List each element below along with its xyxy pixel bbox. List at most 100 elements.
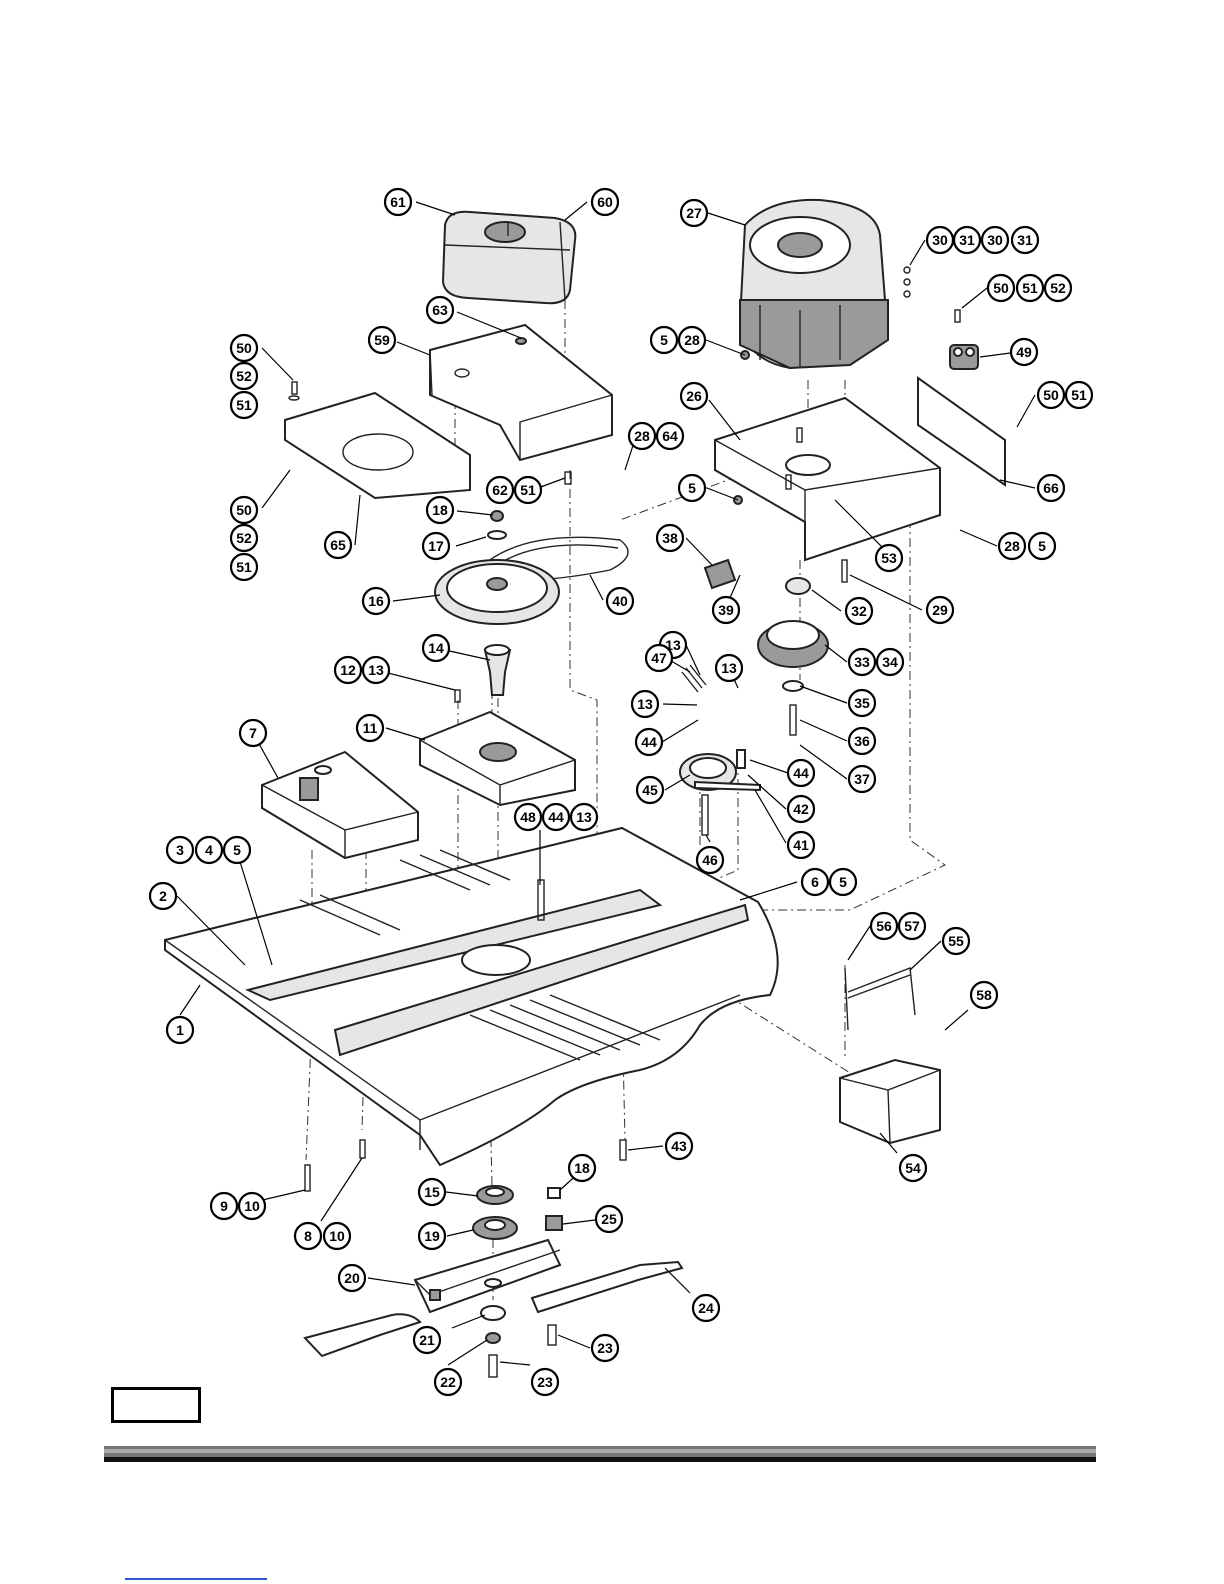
callout-13: 13	[632, 691, 658, 717]
callout-28: 28	[679, 327, 705, 353]
callout-32: 32	[846, 598, 872, 624]
callout-35: 35	[849, 690, 875, 716]
callout-label: 53	[881, 550, 897, 566]
callout-label: 41	[793, 837, 809, 853]
callout-50: 50	[231, 497, 257, 523]
callout-label: 31	[959, 232, 975, 248]
footer-rule	[104, 1446, 1096, 1462]
engine-deck	[715, 398, 940, 560]
callout-13: 13	[363, 657, 389, 683]
callout-6: 6	[802, 869, 828, 895]
callout-8: 8	[295, 1223, 321, 1249]
callout-label: 37	[854, 771, 870, 787]
callout-label: 51	[236, 397, 252, 413]
fuel-tank	[443, 212, 575, 303]
blades	[305, 1240, 682, 1377]
callout-label: 16	[368, 593, 384, 609]
callout-50: 50	[231, 335, 257, 361]
callout-50: 50	[1038, 382, 1064, 408]
callout-label: 59	[374, 332, 390, 348]
callout-label: 51	[1071, 387, 1087, 403]
callout-label: 44	[793, 765, 809, 781]
callout-62: 62	[487, 477, 513, 503]
callout-1: 1	[167, 1017, 193, 1043]
callout-label: 28	[684, 332, 700, 348]
callout-label: 50	[993, 280, 1009, 296]
callout-13: 13	[571, 804, 597, 830]
callout-label: 2	[159, 888, 167, 904]
callout-label: 57	[904, 918, 920, 934]
clutch	[758, 578, 828, 735]
callout-label: 9	[220, 1198, 228, 1214]
callout-label: 30	[987, 232, 1003, 248]
battery	[840, 968, 940, 1143]
callout-label: 50	[1043, 387, 1059, 403]
callout-label: 10	[244, 1198, 260, 1214]
footer-link-underline[interactable]	[125, 1578, 267, 1580]
callout-label: 63	[432, 302, 448, 318]
callout-label: 13	[576, 809, 592, 825]
callout-label: 5	[839, 874, 847, 890]
callout-10: 10	[239, 1193, 265, 1219]
callout-label: 52	[236, 368, 252, 384]
callout-40: 40	[607, 588, 633, 614]
callout-48: 48	[515, 804, 541, 830]
callout-label: 17	[428, 538, 444, 554]
engine	[740, 200, 888, 368]
callout-24: 24	[693, 1295, 719, 1321]
callout-41: 41	[788, 832, 814, 858]
callout-63: 63	[427, 297, 453, 323]
callout-37: 37	[849, 766, 875, 792]
callout-9: 9	[211, 1193, 237, 1219]
page-number-box	[111, 1387, 201, 1423]
callout-label: 4	[205, 842, 213, 858]
callout-label: 51	[520, 482, 536, 498]
callout-61: 61	[385, 189, 411, 215]
callout-label: 42	[793, 801, 809, 817]
callout-66: 66	[1038, 475, 1064, 501]
callout-60: 60	[592, 189, 618, 215]
callout-5: 5	[679, 475, 705, 501]
callout-31: 31	[1012, 227, 1038, 253]
callout-30: 30	[982, 227, 1008, 253]
callout-31: 31	[954, 227, 980, 253]
callout-3: 3	[167, 837, 193, 863]
callout-label: 23	[597, 1340, 613, 1356]
callout-42: 42	[788, 796, 814, 822]
callout-5: 5	[651, 327, 677, 353]
callout-43: 43	[666, 1133, 692, 1159]
callout-18: 18	[569, 1155, 595, 1181]
callout-label: 46	[702, 852, 718, 868]
callout-label: 13	[721, 660, 737, 676]
callout-13: 13	[716, 655, 742, 681]
callout-label: 50	[236, 502, 252, 518]
callout-56: 56	[871, 913, 897, 939]
callout-label: 13	[637, 696, 653, 712]
callout-label: 18	[432, 502, 448, 518]
callout-64: 64	[657, 423, 683, 449]
main-deck	[165, 828, 778, 1165]
callout-label: 61	[390, 194, 406, 210]
callout-23: 23	[532, 1369, 558, 1395]
callout-11: 11	[357, 715, 383, 741]
callout-17: 17	[423, 533, 449, 559]
callout-label: 24	[698, 1300, 714, 1316]
callout-label: 43	[671, 1138, 687, 1154]
callout-label: 36	[854, 733, 870, 749]
callout-44: 44	[636, 729, 662, 755]
callout-51: 51	[1066, 382, 1092, 408]
callout-25: 25	[596, 1206, 622, 1232]
callout-label: 19	[424, 1228, 440, 1244]
callout-49: 49	[1011, 339, 1037, 365]
callout-label: 51	[1022, 280, 1038, 296]
callout-54: 54	[900, 1155, 926, 1181]
solenoid	[950, 345, 978, 369]
callout-38: 38	[657, 525, 683, 551]
callout-50: 50	[988, 275, 1014, 301]
callout-label: 64	[662, 428, 678, 444]
callout-label: 55	[948, 933, 964, 949]
callout-label: 62	[492, 482, 508, 498]
callout-label: 65	[330, 537, 346, 553]
callout-label: 1	[176, 1022, 184, 1038]
